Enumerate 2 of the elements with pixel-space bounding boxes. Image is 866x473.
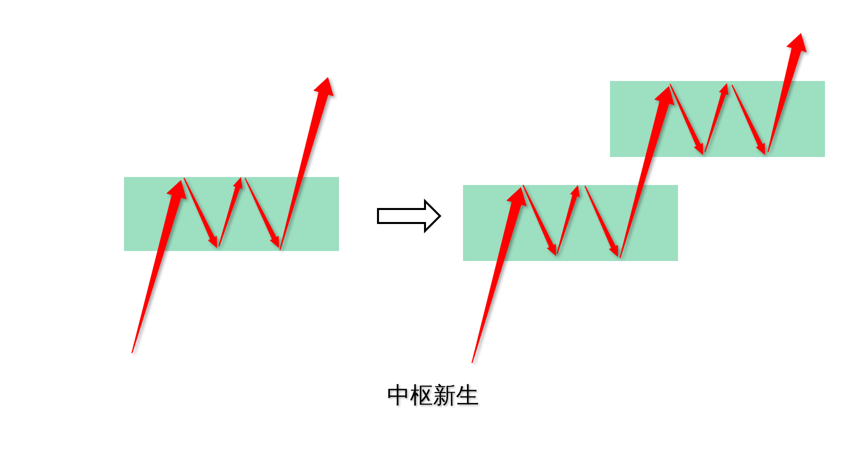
block-arrow xyxy=(377,198,442,234)
caption-text: 中枢新生 xyxy=(387,382,479,411)
